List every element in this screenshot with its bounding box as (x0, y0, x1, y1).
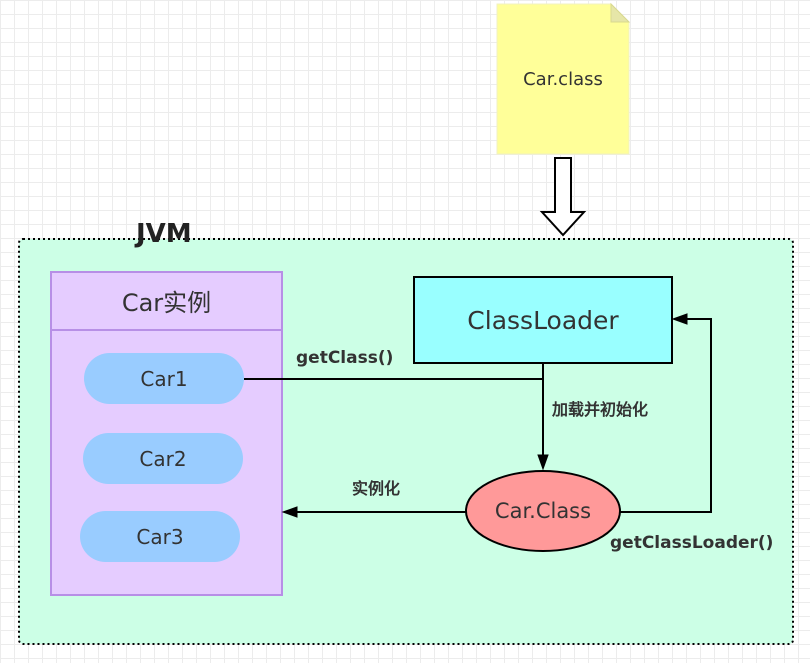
getclass-edge-label: getClass() (296, 348, 394, 368)
instantiate-edge-label: 实例化 (352, 479, 401, 498)
load-arrow (539, 157, 587, 237)
car1-label: Car1 (140, 367, 188, 391)
car2-node[interactable] (83, 433, 243, 484)
car-class-label: Car.Class (494, 499, 592, 523)
class-file-label: Car.class (523, 69, 603, 90)
car1-node[interactable] (84, 353, 244, 404)
classloader-node[interactable] (413, 276, 673, 364)
classloader-label: ClassLoader (467, 306, 619, 335)
getclassloader-edge-label: getClassLoader() (610, 533, 774, 553)
load-init-arrowhead (537, 454, 549, 471)
getclassloader-arrowhead (671, 313, 688, 325)
instantiate-arrowhead (281, 506, 298, 518)
class-file-fold (610, 2, 631, 23)
jvm-label: JVM (136, 219, 192, 249)
getclassloader-edge (620, 318, 712, 513)
load-init-edge-label: 加载并初始化 (552, 400, 649, 419)
car3-node[interactable] (80, 511, 240, 562)
instances-title: Car实例 (121, 289, 212, 317)
class-file-shape[interactable] (496, 3, 630, 155)
car3-label: Car3 (136, 525, 184, 549)
car2-label: Car2 (139, 447, 187, 471)
